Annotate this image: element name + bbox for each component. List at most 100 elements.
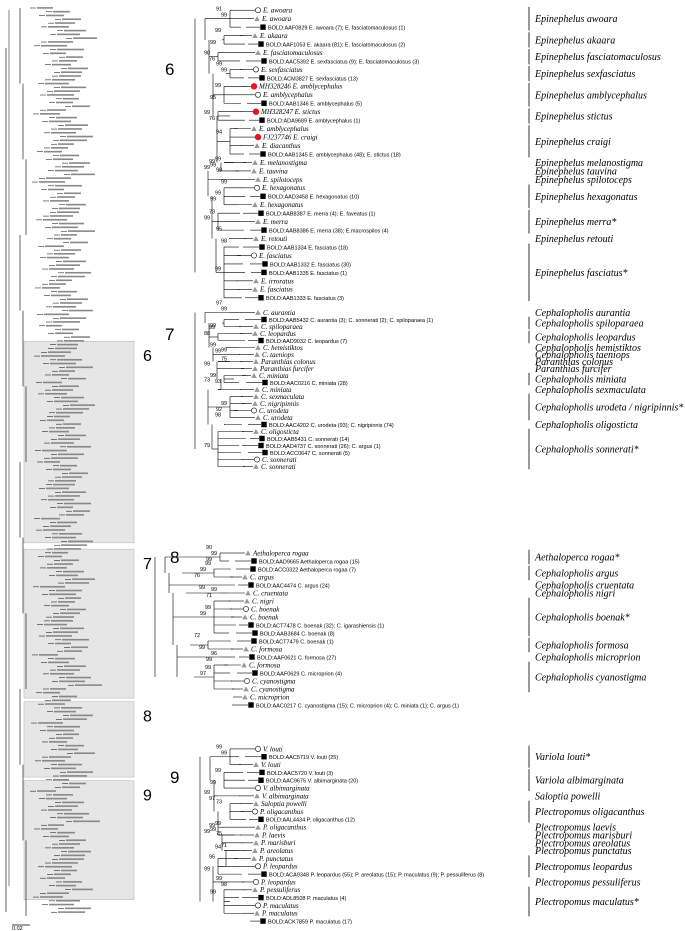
overview-tip-label — [52, 699, 71, 702]
panel-number: 6 — [165, 60, 174, 79]
overview-tip-label — [53, 483, 75, 486]
overview-tip-label — [63, 570, 84, 573]
support-value: 99 — [210, 343, 216, 349]
overview-tip-label — [57, 816, 83, 819]
overview-tip-label — [58, 601, 75, 603]
support-value: 93 — [215, 379, 221, 385]
overview-tip-label — [53, 305, 76, 308]
black-square-marker — [261, 269, 267, 276]
overview-tip-label — [63, 408, 89, 410]
open-circle-marker — [255, 91, 261, 98]
support-value: 99 — [210, 373, 216, 379]
support-value: 99 — [209, 159, 215, 165]
overview-tip-label — [71, 336, 90, 338]
overview-tip-label — [56, 899, 80, 902]
grey-triangle-marker — [255, 824, 261, 830]
overview-tip-label — [55, 347, 77, 350]
tip-label: BOLD:AAF0829 E. awoara (7); E. fasciatom… — [268, 26, 405, 32]
tip-label: BOLD:AAB1346 E. amblycephalus (5) — [269, 102, 362, 108]
clade-name: Plectropomus maculatus* — [534, 897, 639, 908]
clade-name: Cephalopholis formosa — [535, 641, 629, 652]
overview-tip-label — [66, 56, 83, 58]
overview-tip-label — [60, 775, 87, 777]
overview-tip-label — [68, 540, 93, 543]
overview-tip-label — [48, 26, 69, 28]
overview-tip-label — [62, 801, 84, 804]
black-square-marker — [252, 670, 258, 676]
overview-tip-label — [57, 506, 73, 509]
grey-triangle-marker — [242, 574, 248, 580]
overview-clade-number: 7 — [143, 556, 152, 573]
grey-triangle-marker — [253, 278, 259, 284]
tip-label: BOLD:AAC9675 V. albimarginata (20) — [266, 779, 358, 785]
overview-tip-label — [61, 396, 84, 399]
support-value: 97 — [216, 301, 222, 307]
support-value: 99 — [215, 768, 221, 774]
open-circle-marker — [251, 407, 257, 414]
grey-triangle-marker — [254, 142, 260, 148]
clade-name: Plectropomus punctatus — [534, 846, 632, 857]
overview-tip-label — [69, 472, 88, 475]
overview-tip-label — [47, 567, 67, 569]
grey-triangle-marker — [253, 393, 259, 399]
clade-name: Cephalopholis miniata — [535, 375, 626, 386]
overview-tip-label — [64, 29, 86, 32]
overview-tip-label — [50, 835, 69, 838]
overview-tip-label — [67, 771, 93, 773]
overview-tip-label — [53, 778, 69, 781]
overview-tip-label — [51, 294, 71, 297]
support-value: 99 — [204, 110, 210, 116]
tip-label: E. sexfasciatus — [260, 66, 303, 74]
overview-tip-label — [54, 873, 71, 876]
overview-tip-label — [57, 33, 80, 36]
overview-tip-label — [53, 631, 78, 633]
open-circle-marker — [255, 785, 261, 791]
black-square-marker — [258, 816, 264, 823]
tip-label: BOLD:AAC0217 C. cyanostigma (15); C. mic… — [256, 703, 459, 709]
tip-label: E. diacanthus — [261, 142, 301, 150]
support-value: 99 — [199, 645, 205, 651]
tip-label: C. leopardus — [260, 330, 296, 338]
clade-name: Epinephelus fasciatus* — [534, 268, 628, 279]
overview-tip-label — [59, 60, 77, 62]
clade-name: Plectropomus oligacanthus — [534, 807, 644, 818]
support-value: 99 — [209, 325, 215, 331]
tip-label: C. cruentata — [253, 589, 288, 597]
clade-name: Plectropomus pessuliferus — [534, 877, 641, 888]
overview-tip-label — [49, 268, 74, 270]
tip-label: BOLD:ADA9689 E. amblycephalus (1) — [267, 119, 360, 125]
scale-label: 0.02 — [12, 926, 23, 931]
clade-name: Epinephelus akaara — [534, 35, 615, 46]
grey-triangle-marker — [253, 761, 259, 767]
support-value: 73 — [204, 378, 210, 384]
tip-label: E. melanostigma — [259, 159, 308, 167]
overview-tip-label — [51, 604, 69, 607]
support-value: 99 — [210, 890, 216, 896]
overview-clade-number: 8 — [143, 709, 152, 726]
support-value: 99 — [211, 551, 217, 557]
grey-triangle-marker — [252, 848, 258, 854]
overview-tip-label — [49, 903, 74, 906]
overview-tip-label — [37, 790, 56, 792]
tip-label: E. fasciatus — [258, 252, 292, 260]
overview-tip-label — [39, 654, 58, 656]
tip-label: BOLD:AAB5432 C. aurantia (3); C. sonnera… — [269, 318, 433, 324]
support-value: 99 — [215, 83, 221, 89]
tip-label: P. laevis — [261, 831, 285, 839]
open-circle-marker — [251, 252, 257, 259]
overview-tip-label — [75, 684, 102, 686]
overview-tip-label — [49, 741, 67, 743]
overview-tip-label — [65, 271, 91, 274]
overview-tip-label — [55, 332, 73, 335]
overview-tip-label — [50, 52, 66, 55]
clade-name: Epinephelus spilotoceps — [534, 175, 632, 186]
overview-tip-label — [56, 427, 75, 429]
grey-triangle-marker — [243, 686, 249, 692]
overview-tip-label — [47, 109, 66, 111]
tip-label: Paranthias furcifer — [259, 365, 314, 373]
tip-label: C. sexmaculata — [261, 393, 305, 401]
clade-name: Epinephelus merra* — [534, 217, 616, 228]
clade-name: Cephalopholis cruentata — [535, 581, 634, 592]
tip-label: BOLD:ACT7479 C. boenak (1) — [259, 639, 334, 645]
